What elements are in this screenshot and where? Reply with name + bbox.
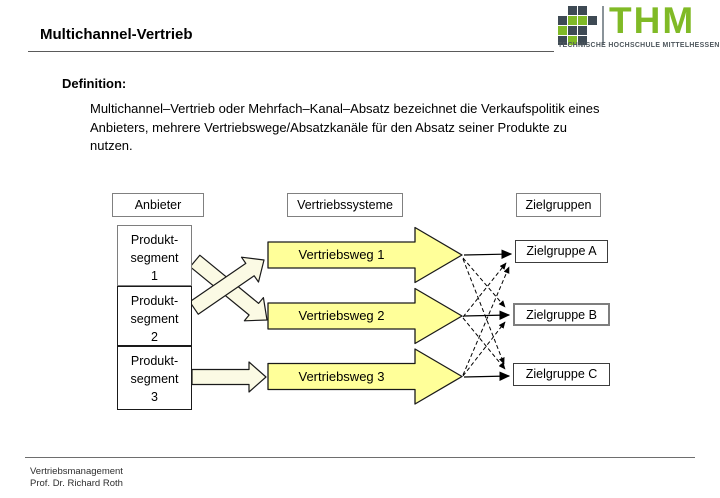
product-segment-number: 2 — [151, 329, 158, 344]
target-group-box-a: Zielgruppe A — [515, 240, 608, 263]
column-header-vertriebssysteme: Vertriebssysteme — [287, 193, 403, 217]
product-segment-label: Produkt- — [130, 293, 179, 308]
footer-course: Vertriebsmanagement — [30, 466, 123, 477]
target-group-box-b: Zielgruppe B — [513, 303, 610, 326]
page-title: Multichannel-Vertrieb — [40, 26, 193, 43]
logo-acronym: THM — [609, 0, 696, 41]
product-segment-number: 3 — [151, 389, 158, 404]
column-header-zielgruppen: Zielgruppen — [516, 193, 601, 217]
product-segment-label: segment — [130, 311, 179, 326]
channel-label-2: Vertriebsweg 2 — [298, 308, 385, 323]
logo-divider-bar — [602, 6, 604, 45]
product-segment-label: segment — [130, 371, 179, 386]
product-segment-label: Produkt- — [130, 233, 179, 247]
connector-channel1-groupB — [462, 257, 506, 308]
connector-channel2-groupB — [463, 310, 511, 321]
channel-label-1: Vertriebsweg 1 — [298, 247, 385, 262]
dashed-connectors — [462, 257, 510, 377]
product-segment-box-3: Produkt- segment 3 — [117, 345, 192, 410]
channel-arrow-1 — [267, 226, 463, 284]
channel-arrow-3 — [267, 348, 463, 405]
product-segment-box-2: Produkt- segment 2 — [117, 285, 192, 346]
definition-line: nutzen. — [90, 138, 133, 153]
feeder-arrows — [189, 254, 268, 393]
connector-channel2-groupA — [462, 262, 507, 318]
product-segment-number: 1 — [151, 269, 158, 283]
footer-author: Prof. Dr. Richard Roth — [30, 478, 123, 489]
definition-line: Anbieters, mehrere Vertriebswege/Absatzk… — [90, 119, 567, 135]
title-divider — [28, 51, 554, 52]
definition-paragraph: Multichannel–Vertrieb oder Mehrfach–Kana… — [90, 100, 620, 156]
definition-line: Multichannel–Vertrieb oder Mehrfach–Kana… — [90, 101, 600, 116]
logo-wordmark: TECHNISCHE HOCHSCHULE MITTELHESSEN — [558, 42, 720, 49]
connector-channel1-groupC — [462, 258, 505, 365]
target-group-box-c: Zielgruppe C — [513, 363, 610, 386]
column-header-anbieter: Anbieter — [112, 193, 204, 217]
product-segment-label: Produkt- — [130, 353, 179, 368]
connector-channel3-groupB — [462, 321, 506, 377]
product-segment-label: segment — [130, 251, 179, 265]
feeder-arrow-seg3-to-channel3 — [191, 361, 267, 393]
connector-channel2-groupC — [462, 317, 506, 370]
thm-pixel-grid-icon — [558, 6, 597, 45]
connector-channel1-groupA — [463, 249, 513, 260]
solid-connectors — [463, 249, 513, 382]
footer: Vertriebsmanagement Prof. Dr. Richard Ro… — [30, 466, 123, 490]
channel-label-3: Vertriebsweg 3 — [298, 369, 385, 384]
definition-heading: Definition: — [62, 76, 127, 91]
feeder-arrow-seg2-to-channel1 — [189, 256, 265, 315]
footer-divider — [25, 457, 695, 458]
channel-arrows — [267, 226, 463, 405]
connector-channel3-groupC — [463, 371, 511, 382]
channel-arrow-2 — [267, 287, 463, 345]
product-segment-box-1: Produkt- segment 1 — [117, 225, 192, 286]
